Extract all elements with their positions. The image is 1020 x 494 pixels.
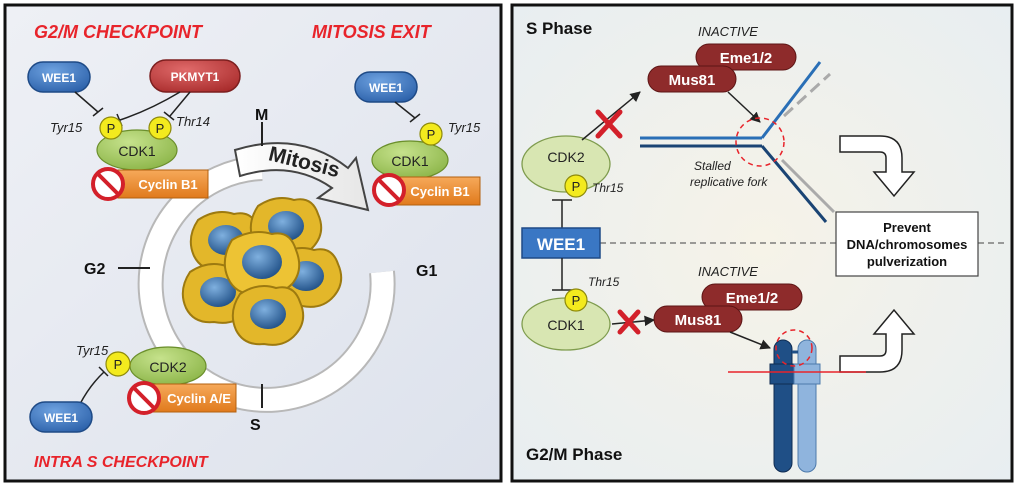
cdk2-blob-right [521, 135, 611, 193]
phospho-label: P [156, 121, 165, 136]
phospho-circle [99, 116, 123, 140]
no-entry-icon [372, 173, 406, 207]
cdk1-label-right: CDK1 [547, 317, 585, 333]
thr15-label-bottom: Thr15 [588, 275, 620, 289]
outcome-box [835, 211, 979, 277]
cdk2-label-right: CDK2 [547, 149, 585, 165]
fork-label-line1: Stalled [694, 159, 731, 173]
phospho-circle [564, 174, 588, 198]
cyclin-ae-label: Cyclin A/E [167, 391, 231, 406]
phospho-label: P [572, 293, 581, 308]
wee1-label: WEE1 [42, 71, 76, 85]
eme12-node-top [695, 43, 797, 71]
outcome-line3: pulverization [867, 254, 947, 269]
phospho-circle [564, 288, 588, 312]
thr15-label-top: Thr15 [592, 181, 624, 195]
phospho-label: P [572, 179, 581, 194]
cdk1-label: CDK1 [118, 143, 156, 159]
mus81-label-bottom: Mus81 [675, 312, 722, 329]
m-label: M [255, 107, 268, 124]
wee1-node [27, 61, 91, 93]
wee1-label-center: WEE1 [537, 235, 585, 254]
no-entry-icon [91, 167, 125, 201]
wee1-node [354, 71, 418, 103]
phospho-label: P [107, 121, 116, 136]
cdk1-label: CDK1 [391, 153, 429, 169]
outcome-line2: DNA/chromosomes [847, 237, 968, 252]
inactive-label-top: INACTIVE [698, 24, 758, 39]
cyclin-b1-label: Cyclin B1 [138, 177, 197, 192]
cdk1-to-mus81-arrow [611, 315, 656, 327]
curved-arrow-down [839, 135, 916, 198]
pkmyt1-label: PKMYT1 [171, 70, 220, 84]
cyclin-b1-bar [391, 176, 481, 206]
mitosis-exit-heading: MITOSIS EXIT [312, 22, 433, 42]
mitosis-arrow [233, 142, 370, 212]
cyclin-b1-label: Cyclin B1 [410, 184, 469, 199]
tyr15-label: Tyr15 [50, 120, 83, 135]
g1-label: G1 [416, 263, 437, 280]
phospho-circle [419, 122, 443, 146]
phospho-label: P [114, 357, 123, 372]
eme12-label-bottom: Eme1/2 [726, 290, 779, 307]
fork-label-line2: replicative fork [690, 175, 768, 189]
mus81-node-bottom [653, 305, 743, 333]
no-entry-icon [127, 381, 161, 415]
wee1-node-center [521, 227, 601, 259]
cdk2-to-mus81-arrow [581, 91, 641, 141]
wee1-label: WEE1 [44, 411, 78, 425]
g2m-checkpoint-heading: G2/M CHECKPOINT [34, 22, 204, 42]
wee1-label: WEE1 [369, 81, 403, 95]
wee1-node [29, 401, 93, 433]
outcome-line1: Prevent [883, 220, 931, 235]
pkmyt1-node [149, 59, 241, 93]
eme12-node-bottom [701, 283, 803, 311]
cdk2-label: CDK2 [149, 359, 187, 375]
mus81-to-chromosome-arrow [729, 331, 771, 350]
curved-arrow-up [839, 308, 916, 373]
s-label: S [250, 417, 261, 434]
chromosome-pair [728, 329, 866, 473]
phospho-circle [105, 351, 131, 377]
stalled-replicative-fork [640, 61, 836, 223]
mus81-node-top [647, 65, 737, 93]
thr14-label: Thr14 [176, 114, 210, 129]
phospho-circle [148, 116, 172, 140]
mus81-label-top: Mus81 [669, 72, 716, 89]
blocked-x-icon [617, 309, 641, 335]
intra-s-complex: CDK2 P Tyr15 Cyclin A/E WEE1 [29, 343, 237, 433]
tyr15-label: Tyr15 [76, 343, 109, 358]
cell-cluster [181, 197, 343, 346]
cyclin-b1-bar [117, 169, 209, 199]
tyr15-label: Tyr15 [448, 120, 481, 135]
phospho-label: P [427, 127, 436, 142]
mitosis-exit-complex: WEE1 CDK1 P Tyr15 Cyclin B1 [354, 71, 481, 207]
g2-label: G2 [84, 261, 105, 278]
eme12-label-top: Eme1/2 [720, 50, 773, 67]
g2m-phase-title: G2/M Phase [526, 445, 622, 464]
mus81-to-fork-arrow [727, 91, 761, 123]
s-phase-title: S Phase [526, 19, 592, 38]
blocked-x-icon [595, 109, 623, 139]
inactive-label-bottom: INACTIVE [698, 264, 758, 279]
intra-s-checkpoint-heading: INTRA S CHECKPOINT [34, 454, 209, 471]
g2m-complex: WEE1 PKMYT1 CDK1 P P Tyr15 Thr14 Cyclin … [27, 59, 241, 201]
